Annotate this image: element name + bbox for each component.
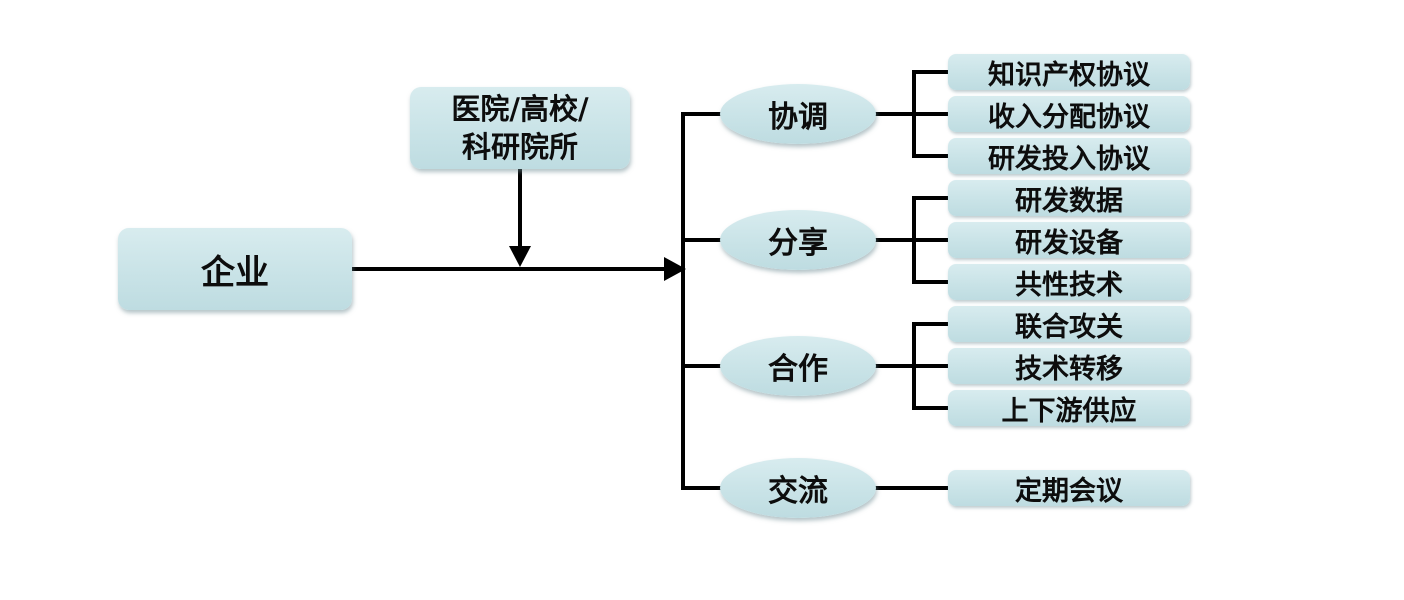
arrowhead-down-icon bbox=[509, 246, 531, 267]
leaf-box: 联合攻关 bbox=[948, 306, 1190, 343]
branch-label: 合作 bbox=[768, 352, 828, 387]
spine bbox=[681, 112, 726, 490]
node-institutions: 医院/高校/ 科研院所 bbox=[410, 87, 630, 169]
branch-label: 分享 bbox=[768, 226, 828, 261]
leaf-box: 研发设备 bbox=[948, 222, 1190, 259]
branch-ellipse-coordination: 协调 bbox=[720, 84, 876, 144]
leaf-box: 技术转移 bbox=[948, 348, 1190, 385]
branch-label: 协调 bbox=[768, 100, 828, 135]
leaf-box: 知识产权协议 bbox=[948, 54, 1190, 91]
node-institutions-label-line1: 医院/高校/ bbox=[451, 92, 589, 126]
leaf-box: 收入分配协议 bbox=[948, 96, 1190, 133]
node-enterprise: 企业 bbox=[118, 228, 352, 310]
node-institutions-label-line2: 科研院所 bbox=[461, 130, 578, 164]
arrowhead-right-icon bbox=[664, 257, 686, 281]
branch-ellipse-exchange: 交流 bbox=[720, 458, 876, 518]
leaf-box: 定期会议 bbox=[948, 470, 1190, 507]
leaf-box: 共性技术 bbox=[948, 264, 1190, 301]
branch-label: 交流 bbox=[768, 474, 828, 509]
branch-ellipse-cooperation: 合作 bbox=[720, 336, 876, 396]
leaf-box: 研发数据 bbox=[948, 180, 1190, 217]
node-enterprise-label: 企业 bbox=[201, 252, 269, 293]
leaf-box: 上下游供应 bbox=[948, 390, 1190, 427]
branch-ellipse-sharing: 分享 bbox=[720, 210, 876, 270]
leaf-box: 研发投入协议 bbox=[948, 138, 1190, 175]
